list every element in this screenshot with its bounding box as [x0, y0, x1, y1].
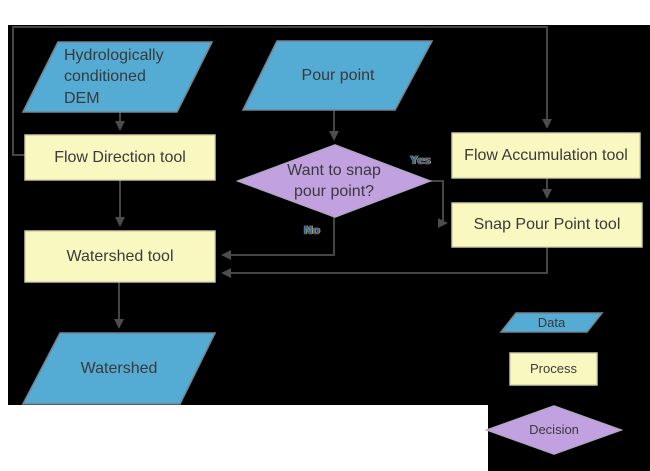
dem-parallelogram — [21, 41, 214, 113]
pour-point-parallelogram — [241, 40, 434, 111]
legend-data-parallelogram — [499, 312, 604, 333]
yes-branch-label: Yes — [410, 153, 431, 167]
edge-decision-no-to-watershedtool — [221, 217, 335, 260]
snap-pour-point-box — [451, 202, 643, 248]
flow-accumulation-box — [451, 132, 641, 179]
decision-diamond — [235, 144, 433, 218]
edge-snappourpoint-to-watershedtool — [221, 247, 548, 278]
legend-decision-diamond — [484, 405, 624, 455]
edge-flowdirection-to-flowaccumulation — [12, 26, 552, 156]
edge-decision-yes-to-snappourpoint — [430, 180, 448, 228]
no-branch-label: No — [304, 223, 320, 237]
flow-direction-box — [24, 134, 216, 181]
watershed-parallelogram — [21, 332, 217, 405]
legend-process-box — [509, 352, 598, 386]
watershed-tool-box — [24, 230, 216, 283]
